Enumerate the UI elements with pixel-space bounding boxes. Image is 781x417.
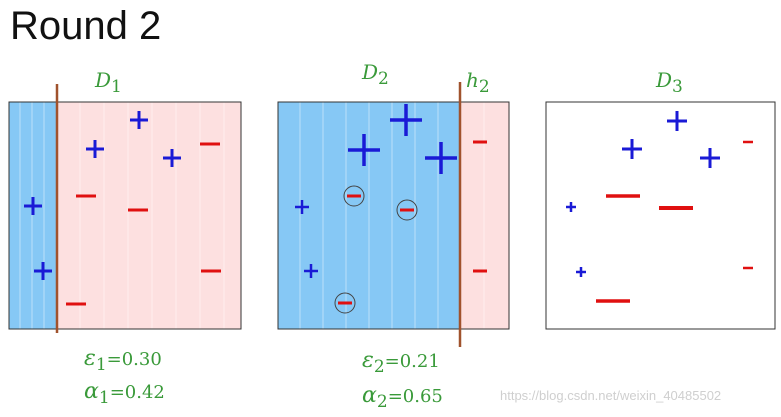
plus-sign-icon [86, 140, 104, 158]
circle-outline-icon [343, 185, 365, 207]
d2-positive-region [278, 102, 460, 329]
d2-error-index: 2 [373, 357, 385, 377]
plus-sign-icon [348, 134, 380, 166]
panel-d2 [277, 82, 510, 347]
d1-alpha-value: =0.42 [109, 382, 165, 403]
panel-d3 [545, 101, 776, 330]
d2-alpha-value: =0.65 [387, 386, 443, 407]
d2-label-letter: D [362, 60, 379, 84]
epsilon-symbol: ε [84, 346, 96, 371]
d1-error-stat: ε1=0.30 [84, 348, 162, 376]
d3-negative-points [596, 140, 753, 303]
round-title: Round 2 [10, 4, 162, 48]
d1-alpha-index: 1 [98, 388, 110, 408]
plus-sign-icon [304, 264, 318, 278]
d1-error-index: 1 [95, 355, 107, 375]
plus-sign-icon [667, 111, 687, 131]
plus-sign-icon [622, 139, 642, 159]
circle-outline-icon [396, 199, 418, 221]
plus-sign-icon [425, 142, 457, 174]
d2-error-stat: ε2=0.21 [362, 350, 440, 378]
d1-negative-points [66, 142, 221, 306]
d1-positive-region [9, 102, 57, 329]
d2-alpha-stat: α2=0.65 [362, 385, 443, 413]
d2-misclassified-rings [334, 185, 418, 314]
plus-sign-icon [390, 104, 422, 136]
d2-alpha-index: 2 [376, 392, 388, 412]
plus-sign-icon [34, 262, 52, 280]
watermark-url: https://blog.csdn.net/weixin_40485502 [500, 388, 722, 403]
d1-label: D1 [95, 68, 122, 99]
d3-label-index: 3 [672, 77, 683, 97]
plus-sign-icon [566, 202, 576, 212]
d3-frame [545, 101, 776, 330]
epsilon-symbol: ε [362, 348, 374, 373]
h2-label-index: 2 [478, 77, 490, 97]
d2-error-value: =0.21 [384, 351, 440, 372]
panel-d1 [8, 84, 242, 333]
d2-label-index: 2 [378, 69, 389, 89]
plus-sign-icon [130, 111, 148, 129]
plus-sign-icon [576, 267, 586, 277]
circle-outline-icon [334, 292, 356, 314]
plus-sign-icon [700, 148, 720, 168]
alpha-symbol: α [84, 379, 99, 404]
d3-positive-points [566, 111, 720, 277]
d1-label-letter: D [95, 68, 112, 92]
d3-label: D3 [656, 68, 683, 99]
alpha-symbol: α [362, 383, 377, 408]
d1-label-index: 1 [111, 77, 122, 97]
plus-sign-icon [295, 200, 309, 214]
h2-label-letter: h [466, 68, 479, 92]
d2-negative-region [460, 102, 509, 329]
d1-stripes [19, 102, 225, 329]
d1-negative-region [57, 102, 241, 329]
d2-positive-points [295, 104, 457, 278]
d1-error-value: =0.30 [106, 349, 162, 370]
d1-alpha-stat: α1=0.42 [84, 381, 165, 409]
d1-positive-points [24, 111, 181, 280]
d2-frame [277, 101, 510, 330]
plus-sign-icon [163, 149, 181, 167]
d2-negative-points [338, 140, 487, 305]
d2-label: D2 [362, 60, 389, 91]
d3-label-letter: D [656, 68, 673, 92]
h2-label: h2 [466, 68, 490, 99]
d1-frame [8, 101, 242, 330]
plus-sign-icon [24, 197, 42, 215]
